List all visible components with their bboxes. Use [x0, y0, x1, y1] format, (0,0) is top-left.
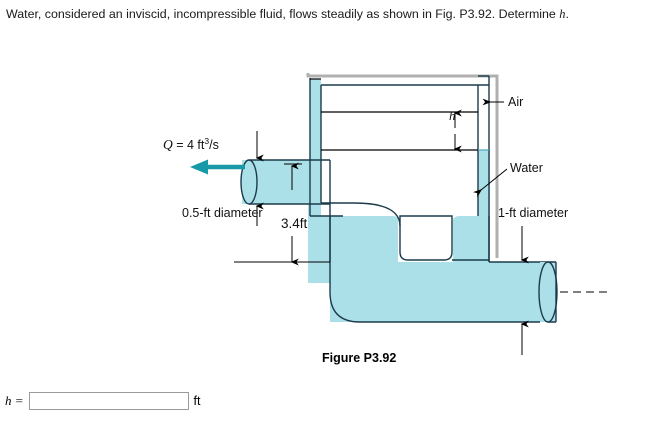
- tank-outer-wall: [306, 73, 499, 258]
- piping-system-svg: [190, 73, 608, 355]
- water-label: Water: [510, 161, 543, 175]
- answer-row: h = ft: [5, 392, 200, 410]
- leader-lines: [473, 98, 508, 198]
- problem-text-after: .: [565, 7, 569, 21]
- flow-rate-label: Q = 4 ft3/s: [163, 136, 219, 153]
- bend-inner-void: [399, 215, 453, 261]
- flow-rate-exponent: 3: [204, 136, 210, 146]
- height-3-4-ft-label: 3.4ft: [281, 216, 308, 231]
- right-column-water: [478, 150, 489, 216]
- figure-caption: Figure P3.92: [322, 351, 397, 365]
- problem-text-before: Water, considered an inviscid, incompres…: [6, 7, 560, 21]
- flow-rate-symbol: Q: [163, 137, 173, 153]
- inlet-diameter-label: 0.5-ft diameter: [182, 206, 263, 220]
- air-label: Air: [508, 95, 524, 109]
- flow-direction-arrow: [190, 159, 245, 175]
- flow-rate-per: /s: [209, 138, 219, 153]
- outlet-pipe-end: [538, 261, 558, 323]
- h-dimension-label: h: [449, 108, 456, 123]
- answer-unit: ft: [193, 394, 201, 408]
- problem-variable: h: [559, 7, 566, 21]
- problem-statement: Water, considered an inviscid, incompres…: [6, 6, 656, 22]
- outlet-diameter-label: 1-ft diameter: [498, 206, 569, 220]
- dimension-3-4-ft: [234, 162, 330, 266]
- figure-diagram: Q = 4 ft3/s 0.5-ft diameter 3.4ft Air Wa…: [0, 30, 663, 360]
- answer-input[interactable]: [28, 392, 189, 410]
- water-surface-lines: [310, 78, 489, 151]
- flow-rate-value: = 4 ft: [176, 138, 205, 153]
- answer-label: h =: [5, 393, 24, 408]
